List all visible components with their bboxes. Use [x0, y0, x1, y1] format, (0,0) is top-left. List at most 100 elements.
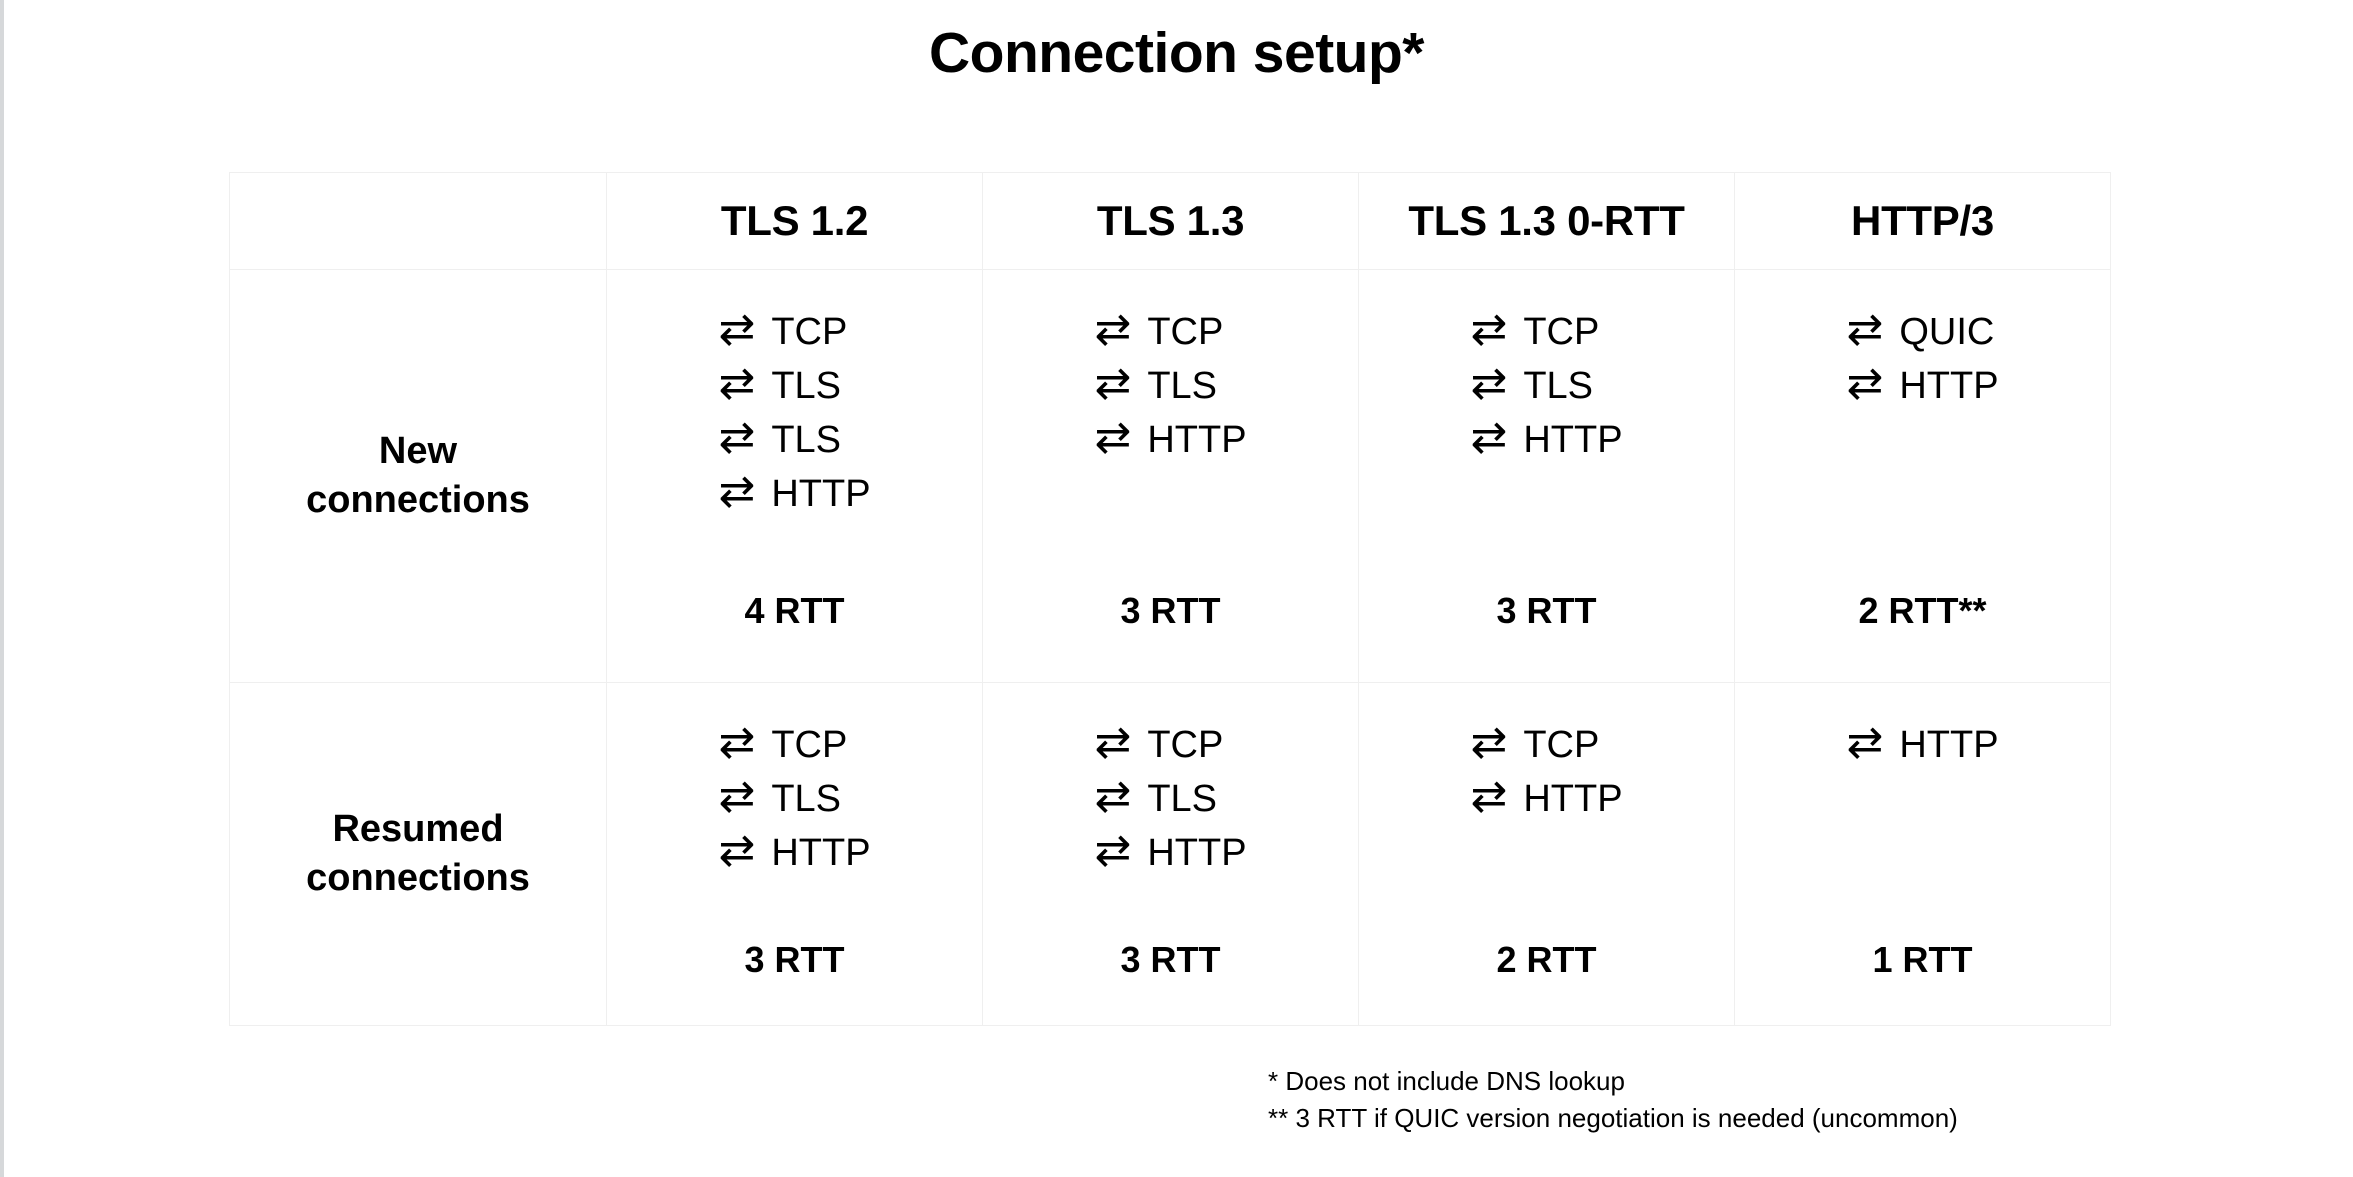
step-label: HTTP — [1899, 724, 1999, 766]
step-list: ⇄ TCP ⇄ TLS ⇄ HTTP — [718, 718, 871, 875]
column-header-tls13: TLS 1.3 — [982, 172, 1359, 270]
bidirectional-roundtrip-arrow-icon: ⇄ — [1094, 772, 1132, 821]
step-list: ⇄ TCP ⇄ HTTP — [1470, 718, 1623, 821]
bidirectional-roundtrip-arrow-icon: ⇄ — [718, 826, 756, 875]
step-item: ⇄ HTTP — [1470, 413, 1623, 462]
step-item: ⇄ TLS — [1094, 359, 1218, 408]
connection-setup-matrix: TLS 1.2 TLS 1.3 TLS 1.3 0-RTT HTTP/3 New… — [229, 172, 2111, 1026]
step-list: ⇄ HTTP — [1846, 718, 1999, 767]
step-item: ⇄ HTTP — [718, 467, 871, 516]
step-item: ⇄ TCP — [1470, 718, 1600, 767]
step-label: TCP — [1523, 311, 1600, 353]
cell-new-tls13: ⇄ TCP ⇄ TLS ⇄ HTTP 3 RTT — [982, 269, 1359, 683]
bidirectional-roundtrip-arrow-icon: ⇄ — [1470, 718, 1508, 767]
step-label: TCP — [1147, 311, 1224, 353]
rtt-total: 3 RTT — [1496, 590, 1597, 631]
bidirectional-roundtrip-arrow-icon: ⇄ — [1846, 718, 1884, 767]
bidirectional-roundtrip-arrow-icon: ⇄ — [1470, 413, 1508, 462]
step-list: ⇄ TCP ⇄ TLS ⇄ TLS ⇄ HTTP — [718, 305, 871, 516]
bidirectional-roundtrip-arrow-icon: ⇄ — [1094, 305, 1132, 354]
row-label-line-1: New — [378, 430, 458, 473]
step-label: HTTP — [771, 832, 871, 874]
row-label-resumed-connections: Resumed connections — [229, 682, 607, 1026]
footnotes: * Does not include DNS lookup ** 3 RTT i… — [1268, 1063, 1958, 1137]
step-label: TLS — [1147, 778, 1218, 820]
footnote-dns-lookup: * Does not include DNS lookup — [1268, 1066, 1625, 1096]
bidirectional-roundtrip-arrow-icon: ⇄ — [718, 467, 756, 516]
step-item: ⇄ TCP — [718, 305, 848, 354]
step-list: ⇄ QUIC ⇄ HTTP — [1846, 305, 1999, 408]
rtt-total: 3 RTT — [1120, 939, 1221, 980]
step-label: HTTP — [771, 473, 871, 515]
step-label: TLS — [1147, 365, 1218, 407]
step-label: HTTP — [1147, 832, 1247, 874]
step-item: ⇄ TCP — [1470, 305, 1600, 354]
step-item: ⇄ TLS — [1470, 359, 1594, 408]
step-item: ⇄ TCP — [1094, 305, 1224, 354]
step-item: ⇄ TLS — [1094, 772, 1218, 821]
bidirectional-roundtrip-arrow-icon: ⇄ — [1094, 413, 1132, 462]
rtt-total: 1 RTT — [1872, 939, 1973, 980]
step-item: ⇄ HTTP — [718, 826, 871, 875]
step-label: HTTP — [1147, 419, 1247, 461]
step-label: HTTP — [1523, 419, 1623, 461]
bidirectional-roundtrip-arrow-icon: ⇄ — [1846, 305, 1884, 354]
step-item: ⇄ HTTP — [1094, 413, 1247, 462]
step-item: ⇄ TCP — [718, 718, 848, 767]
cell-new-http3: ⇄ QUIC ⇄ HTTP 2 RTT** — [1734, 269, 2111, 683]
step-label: TLS — [1523, 365, 1594, 407]
step-item: ⇄ TLS — [718, 772, 842, 821]
header-corner-cell — [229, 172, 607, 270]
step-label: HTTP — [1899, 365, 1999, 407]
step-list: ⇄ TCP ⇄ TLS ⇄ HTTP — [1094, 305, 1247, 462]
bidirectional-roundtrip-arrow-icon: ⇄ — [1470, 772, 1508, 821]
bidirectional-roundtrip-arrow-icon: ⇄ — [1094, 359, 1132, 408]
table-row-new-connections: New connections ⇄ TCP ⇄ TLS — [229, 269, 2111, 683]
page-title: Connection setup* — [928, 21, 1425, 85]
rtt-total: 2 RTT** — [1858, 590, 1987, 631]
bidirectional-roundtrip-arrow-icon: ⇄ — [1094, 718, 1132, 767]
bidirectional-roundtrip-arrow-icon: ⇄ — [1470, 359, 1508, 408]
bidirectional-roundtrip-arrow-icon: ⇄ — [1470, 305, 1508, 354]
step-label: TLS — [771, 778, 842, 820]
step-item: ⇄ TLS — [718, 359, 842, 408]
step-list: ⇄ TCP ⇄ TLS ⇄ HTTP — [1094, 718, 1247, 875]
rtt-total: 4 RTT — [744, 590, 845, 631]
step-label: TCP — [771, 311, 848, 353]
step-label: HTTP — [1523, 778, 1623, 820]
column-header-http3: HTTP/3 — [1734, 172, 2111, 270]
bidirectional-roundtrip-arrow-icon: ⇄ — [1846, 359, 1884, 408]
slide-left-edge — [0, 0, 4, 1177]
cell-resumed-http3: ⇄ HTTP 1 RTT — [1734, 682, 2111, 1026]
table-header-row: TLS 1.2 TLS 1.3 TLS 1.3 0-RTT HTTP/3 — [229, 172, 2111, 270]
bidirectional-roundtrip-arrow-icon: ⇄ — [1094, 826, 1132, 875]
step-list: ⇄ TCP ⇄ TLS ⇄ HTTP — [1470, 305, 1623, 462]
rtt-total: 3 RTT — [1120, 590, 1221, 631]
column-header-tls12: TLS 1.2 — [606, 172, 983, 270]
rtt-total: 3 RTT — [744, 939, 845, 980]
row-label-line-1: Resumed — [332, 808, 504, 851]
column-header-tls13-0rtt: TLS 1.3 0-RTT — [1358, 172, 1735, 270]
bidirectional-roundtrip-arrow-icon: ⇄ — [718, 359, 756, 408]
step-label: TCP — [771, 724, 848, 766]
step-item: ⇄ TLS — [718, 413, 842, 462]
cell-new-tls12: ⇄ TCP ⇄ TLS ⇄ TLS ⇄ HTTP — [606, 269, 983, 683]
step-item: ⇄ HTTP — [1470, 772, 1623, 821]
step-label: TLS — [771, 419, 842, 461]
cell-resumed-tls12: ⇄ TCP ⇄ TLS ⇄ HTTP 3 RTT — [606, 682, 983, 1026]
row-label-line-2: connections — [306, 479, 530, 521]
cell-resumed-tls13-0rtt: ⇄ TCP ⇄ HTTP 2 RTT — [1358, 682, 1735, 1026]
bidirectional-roundtrip-arrow-icon: ⇄ — [718, 305, 756, 354]
step-item: ⇄ HTTP — [1094, 826, 1247, 875]
step-label: TCP — [1523, 724, 1600, 766]
row-label-new-connections: New connections — [229, 269, 607, 683]
step-label: QUIC — [1899, 311, 1995, 353]
bidirectional-roundtrip-arrow-icon: ⇄ — [718, 772, 756, 821]
table-row-resumed-connections: Resumed connections ⇄ TCP ⇄ TLS — [229, 682, 2111, 1026]
step-item: ⇄ TCP — [1094, 718, 1224, 767]
step-label: TLS — [771, 365, 842, 407]
step-item: ⇄ HTTP — [1846, 359, 1999, 408]
step-label: TCP — [1147, 724, 1224, 766]
bidirectional-roundtrip-arrow-icon: ⇄ — [718, 413, 756, 462]
bidirectional-roundtrip-arrow-icon: ⇄ — [718, 718, 756, 767]
